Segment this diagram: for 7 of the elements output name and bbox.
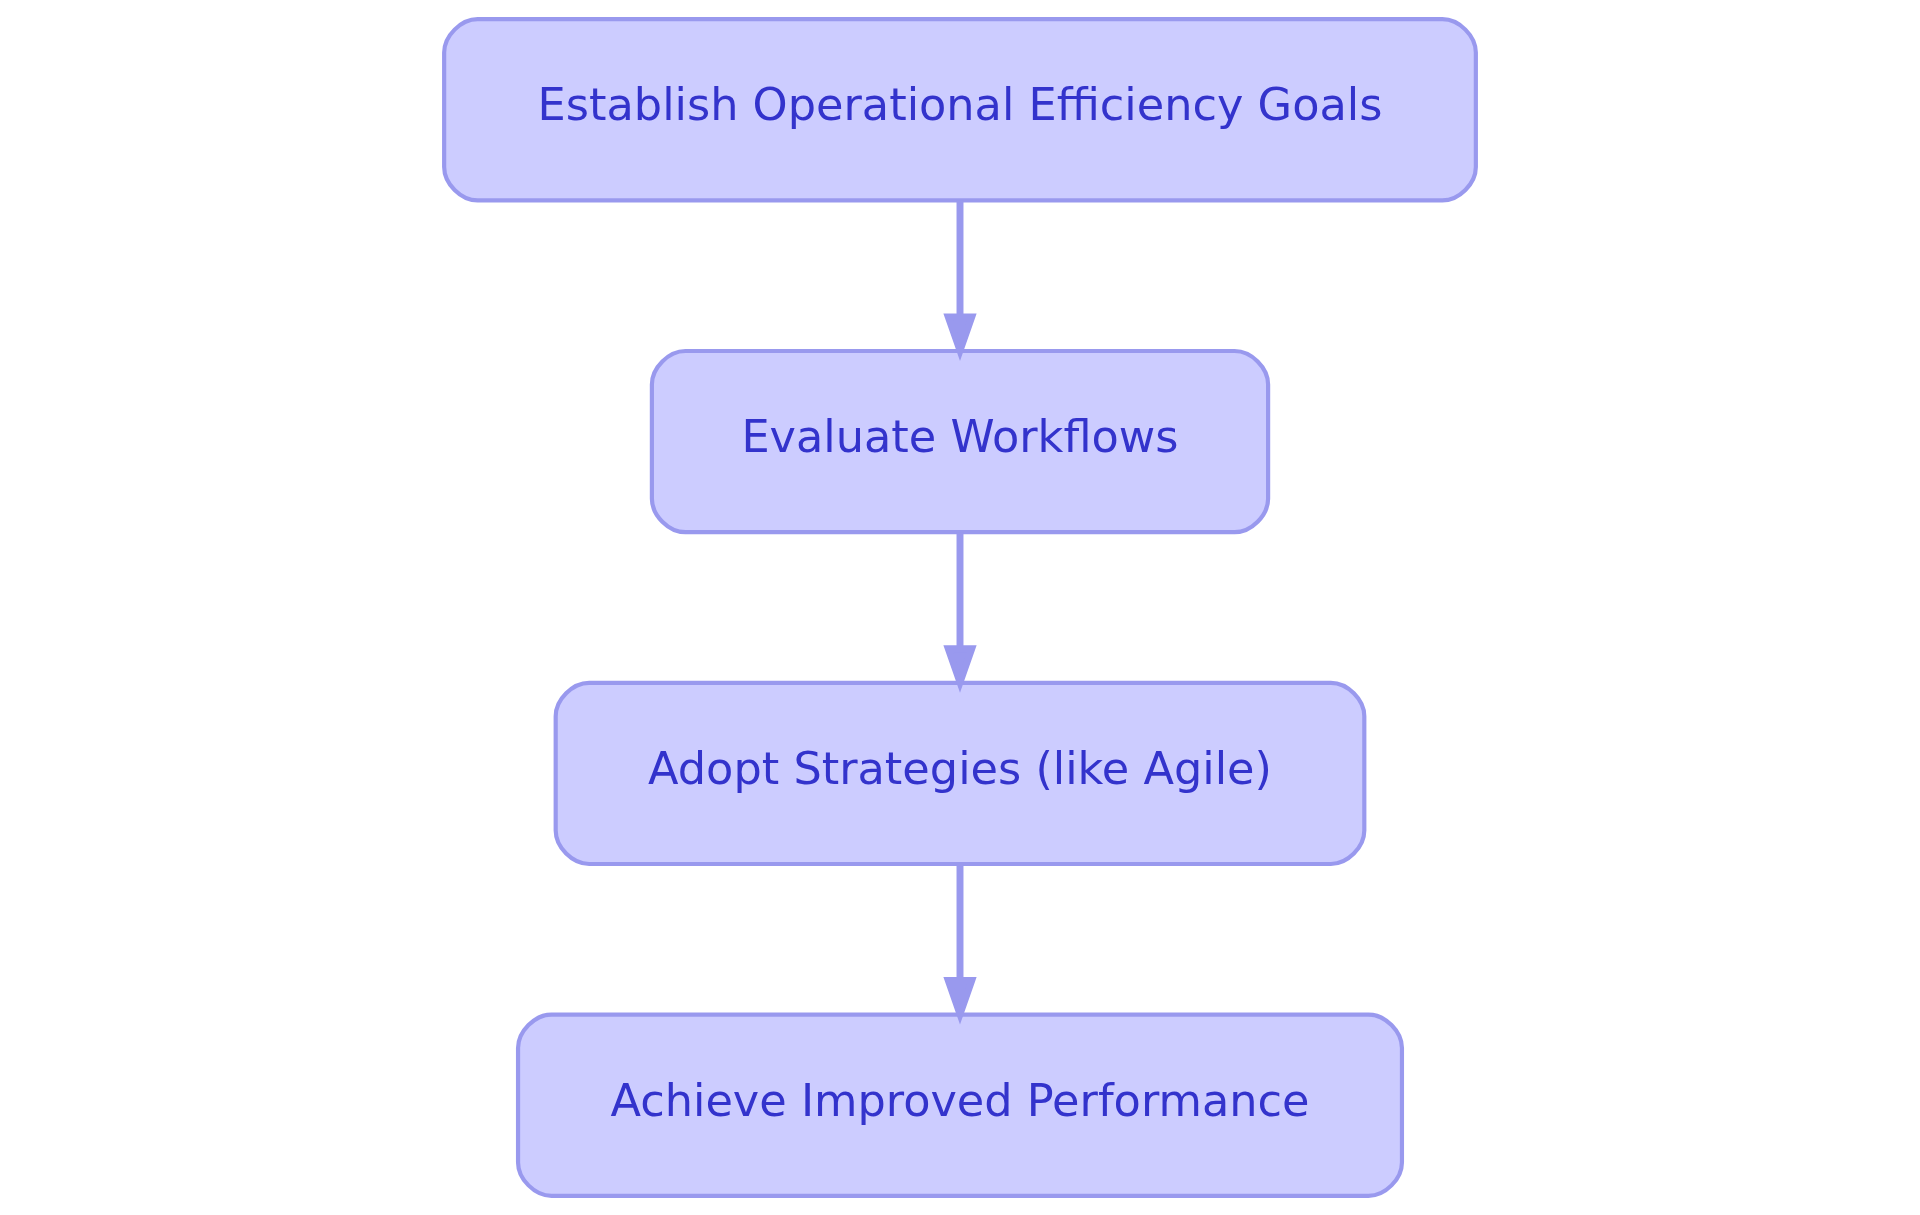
node-box: Adopt Strategies (like Agile) (553, 680, 1367, 867)
node-box: Establish Operational Efficiency Goals (442, 17, 1478, 203)
node-box: Evaluate Workflows (649, 348, 1271, 535)
arrow (943, 864, 977, 1025)
node-box: Achieve Improved Performance (515, 1012, 1405, 1198)
arrow (943, 200, 977, 361)
arrow (943, 532, 977, 693)
